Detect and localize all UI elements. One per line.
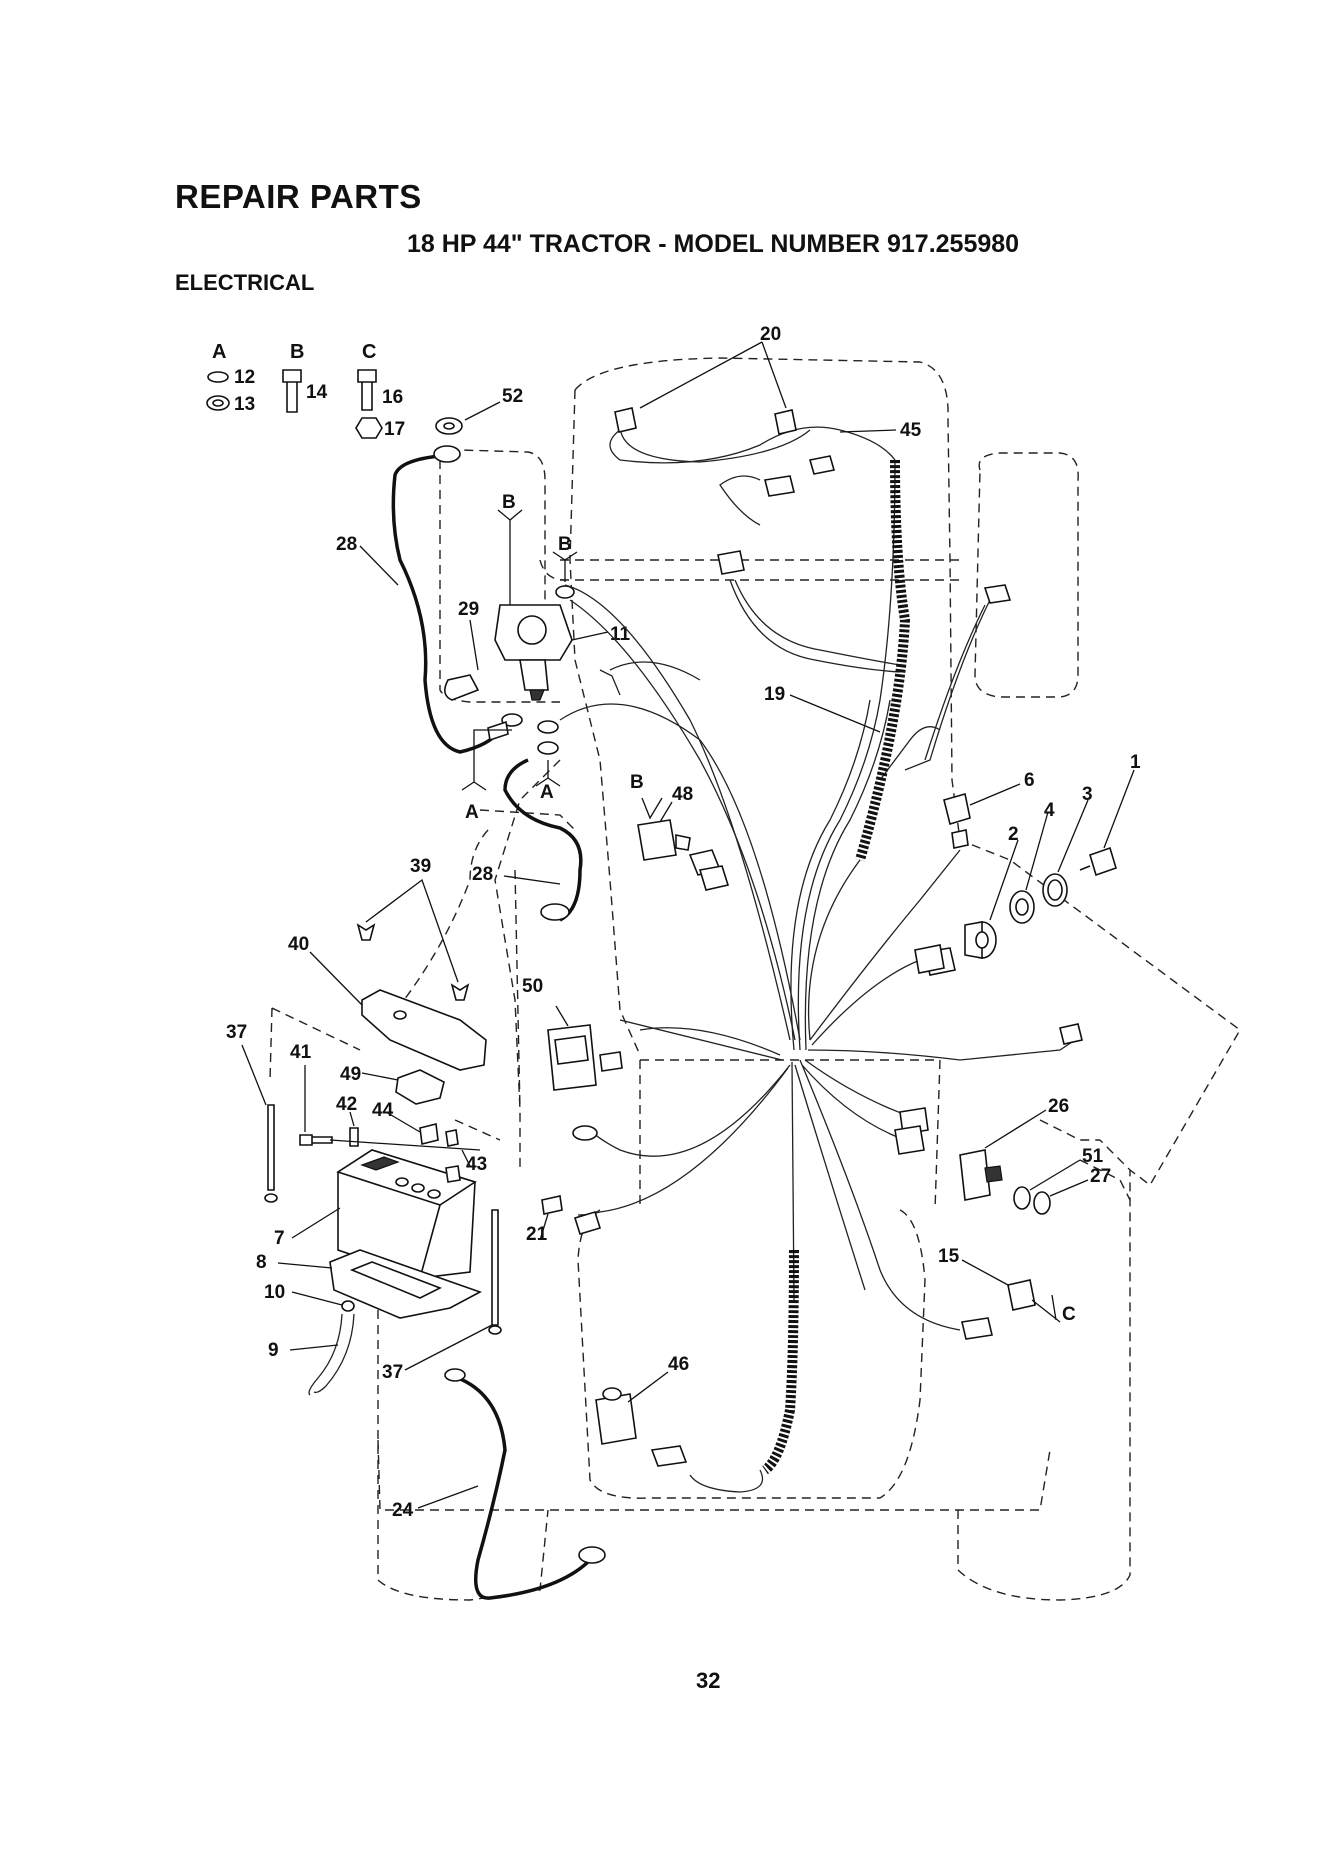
callout-8: 8 (256, 1252, 267, 1273)
callout-41: 41 (290, 1042, 312, 1063)
battery-cable-28-upper (393, 456, 500, 752)
callout-40: 40 (288, 934, 309, 955)
terminal-cover-49-icon (396, 1070, 444, 1104)
bolt-14-icon (283, 370, 301, 412)
spacer-42-icon (350, 1128, 358, 1146)
callout-48: 48 (672, 784, 693, 805)
hardware-ref-a-2: A (540, 782, 554, 803)
switch-6-icon (944, 794, 970, 824)
callout-1: 1 (1130, 752, 1141, 773)
vent-tube-9 (309, 1314, 342, 1395)
callout-17: 17 (384, 419, 405, 440)
callout-43: 43 (466, 1154, 487, 1175)
hardware-letter-a: A (212, 341, 226, 363)
washer-27-icon (1034, 1192, 1050, 1214)
hardware-key: A B C 12 13 14 16 17 (207, 341, 405, 440)
wingnut-39-right-icon (452, 985, 468, 1000)
callout-7: 7 (274, 1228, 285, 1249)
hardware-ref-a-1: A (465, 802, 479, 823)
callout-4: 4 (1044, 800, 1055, 821)
callout-15: 15 (938, 1246, 960, 1267)
hardware-letter-b: B (290, 341, 304, 363)
seat-switch-15-icon (1008, 1280, 1035, 1310)
harness-coil-sleeve-upper (860, 460, 905, 860)
fitting-10-icon (342, 1301, 354, 1311)
callout-16: 16 (382, 387, 403, 408)
callout-3: 3 (1082, 784, 1093, 805)
nut-17-icon (356, 418, 382, 438)
callout-44: 44 (372, 1100, 394, 1121)
callout-26: 26 (1048, 1096, 1069, 1117)
callout-9: 9 (268, 1340, 279, 1361)
lockwasher-12-icon (208, 372, 228, 382)
solenoid-11 (495, 605, 572, 700)
hardware-ref-c-1: C (1062, 1304, 1076, 1325)
harness-coil-sleeve-lower (765, 1250, 794, 1470)
callout-39: 39 (410, 856, 431, 877)
callout-19: 19 (764, 684, 785, 705)
rod-37-right-icon (492, 1210, 498, 1325)
callout-27: 27 (1090, 1166, 1111, 1187)
holddown-bracket-40-icon (362, 990, 486, 1070)
callout-14: 14 (306, 382, 328, 403)
callout-46: 46 (668, 1354, 689, 1375)
ground-cable-24 (458, 1378, 590, 1598)
hardware-ref-b-2: B (558, 534, 572, 555)
fuse-21-icon (542, 1196, 562, 1214)
callout-42: 42 (336, 1094, 357, 1115)
tractor-outline (270, 358, 1240, 1600)
callout-52: 52 (502, 386, 523, 407)
bolt-41-icon (300, 1135, 332, 1145)
callout-50: 50 (522, 976, 543, 997)
key-1-icon (1080, 848, 1116, 875)
rod-37-left-icon (268, 1105, 274, 1190)
callout-13: 13 (234, 394, 255, 415)
callout-20: 20 (760, 324, 781, 345)
callout-12: 12 (234, 367, 255, 388)
relay-48-icon (638, 820, 676, 860)
callout-28-lower: 28 (472, 864, 493, 885)
callout-29: 29 (458, 599, 479, 620)
nut-51-icon (1014, 1187, 1030, 1209)
callout-6: 6 (1024, 770, 1035, 791)
hardware-ref-b-1: B (502, 492, 516, 513)
switch-46-icon (596, 1394, 636, 1444)
callout-51: 51 (1082, 1146, 1104, 1167)
ignition-switch-2-icon (965, 922, 996, 958)
callout-37-left: 37 (226, 1022, 247, 1043)
callout-28-upper: 28 (336, 534, 357, 555)
page-number: 32 (696, 1668, 720, 1694)
callout-45: 45 (900, 420, 922, 441)
callout-11: 11 (610, 624, 631, 645)
callout-10: 10 (264, 1282, 285, 1303)
bolt-16-icon (358, 370, 376, 410)
boot-29-icon (445, 675, 478, 700)
callout-21: 21 (526, 1224, 548, 1245)
callout-24: 24 (392, 1500, 414, 1521)
hardware-ref-b-3: B (630, 772, 644, 793)
wiring-harness (560, 460, 1075, 1492)
callout-37-right: 37 (382, 1362, 403, 1383)
callout-49: 49 (340, 1064, 361, 1085)
hardware-letter-c: C (362, 341, 376, 363)
wingnut-39-left-icon (358, 925, 374, 940)
bulb-20-left-icon (615, 408, 636, 432)
pto-switch-26-icon (960, 1150, 1002, 1200)
bulb-20-right-icon (775, 410, 796, 434)
callout-2: 2 (1008, 824, 1019, 845)
